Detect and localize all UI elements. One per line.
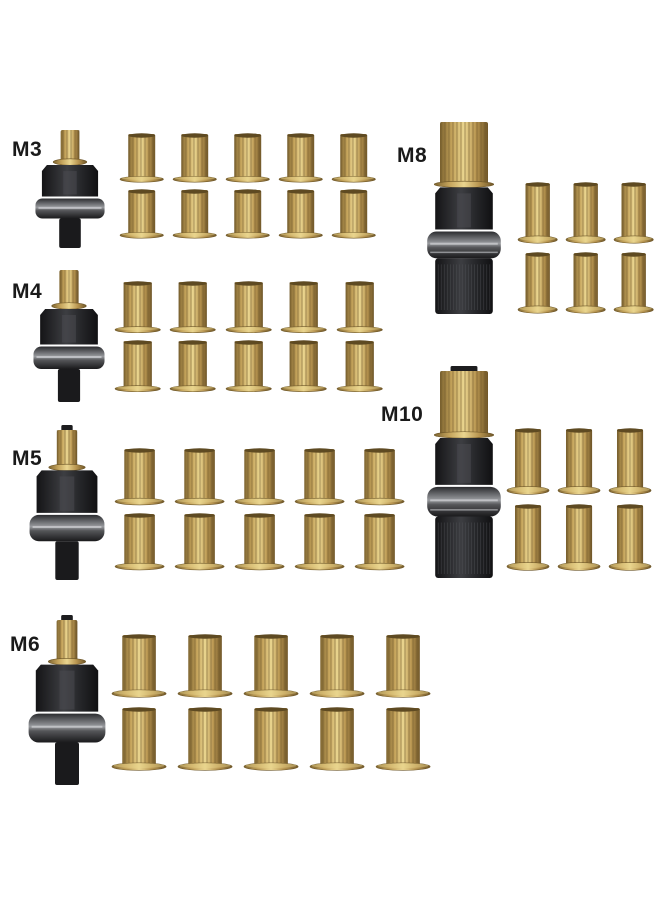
washer-ring [28, 713, 106, 743]
rivet-nut [243, 634, 299, 698]
rivet-nut-grid-m10 [502, 424, 656, 576]
label-m10: M10 [381, 403, 424, 426]
rivet-nut [375, 634, 431, 698]
tool-body [55, 742, 79, 785]
rivet-nut [295, 512, 345, 570]
rivet-nut [225, 281, 272, 334]
rivet-nut [114, 340, 161, 393]
rivet-nut [280, 281, 327, 334]
rivet-nut [614, 182, 654, 244]
rivet-nut [295, 447, 345, 505]
rivet-nut [243, 706, 299, 771]
rivet-nut-grid-m5 [110, 444, 410, 574]
tool-head-m3 [35, 130, 105, 248]
rivet-nut [608, 504, 652, 571]
label-m4: M4 [12, 280, 43, 303]
rivet-nut [115, 447, 165, 505]
thread-tip [450, 366, 478, 372]
rivet-nut-grid-m8 [514, 178, 658, 318]
rivet-nut [336, 281, 383, 334]
rivet-nut [114, 281, 161, 334]
tool-body [55, 541, 79, 580]
rivet-nut [119, 133, 164, 183]
rivet-nut [119, 189, 164, 239]
rivet-nut [309, 634, 365, 698]
rivet-nut [111, 706, 167, 771]
label-m3: M3 [12, 138, 43, 161]
rivet-nut-grid-m6 [106, 630, 436, 775]
label-m6: M6 [10, 633, 41, 656]
rivet-nut [175, 447, 225, 505]
rivet-nut [557, 504, 601, 571]
rivet-nut [375, 706, 431, 771]
rivet-nut [608, 428, 652, 495]
rivet-nut [309, 706, 365, 771]
rivet-nut [336, 340, 383, 393]
rivet-nut [170, 281, 217, 334]
rivet-nut [115, 512, 165, 570]
rivet-nut [172, 133, 217, 183]
tool-head-m8 [427, 122, 501, 314]
thread-tip [61, 615, 73, 621]
tool-head-m6 [28, 615, 106, 785]
thread-tip [61, 425, 73, 431]
tool-body [57, 369, 81, 402]
rivet-nut [566, 182, 606, 244]
rivet-nut [614, 252, 654, 314]
washer-ring [427, 486, 501, 517]
rivet-nut [235, 447, 285, 505]
rivet-nut [506, 428, 550, 495]
rivet-nut [355, 447, 405, 505]
tool-head-m10 [427, 366, 501, 578]
rivet-nut [331, 133, 376, 183]
tool-body [435, 516, 493, 578]
washer-ring [427, 231, 501, 259]
rivet-nut [170, 340, 217, 393]
rivet-nut [225, 133, 270, 183]
rivet-nut [177, 634, 233, 698]
washer-ring [29, 514, 105, 542]
rivet-nut [111, 634, 167, 698]
rivet-nut [235, 512, 285, 570]
rivet-nut [506, 504, 550, 571]
rivet-nut [175, 512, 225, 570]
rivet-nut [355, 512, 405, 570]
rivet-nut-grid-m3 [115, 130, 380, 242]
rivet-nut [566, 252, 606, 314]
rivet-nut [331, 189, 376, 239]
rivet-nut [177, 706, 233, 771]
rivet-nut [172, 189, 217, 239]
rivet-nut-grid-m4 [110, 278, 387, 396]
tool-head-m4 [33, 270, 105, 402]
tool-body [59, 218, 81, 248]
tool-body [435, 258, 493, 314]
rivet-nut [278, 133, 323, 183]
label-m5: M5 [12, 447, 43, 470]
rivet-nut [518, 182, 558, 244]
tool-head-m5 [29, 425, 105, 580]
rivet-nut [225, 340, 272, 393]
label-m8: M8 [397, 144, 428, 167]
rivet-nut [557, 428, 601, 495]
rivet-nut [225, 189, 270, 239]
rivet-nut [518, 252, 558, 314]
rivet-nut [278, 189, 323, 239]
rivet-nut [280, 340, 327, 393]
